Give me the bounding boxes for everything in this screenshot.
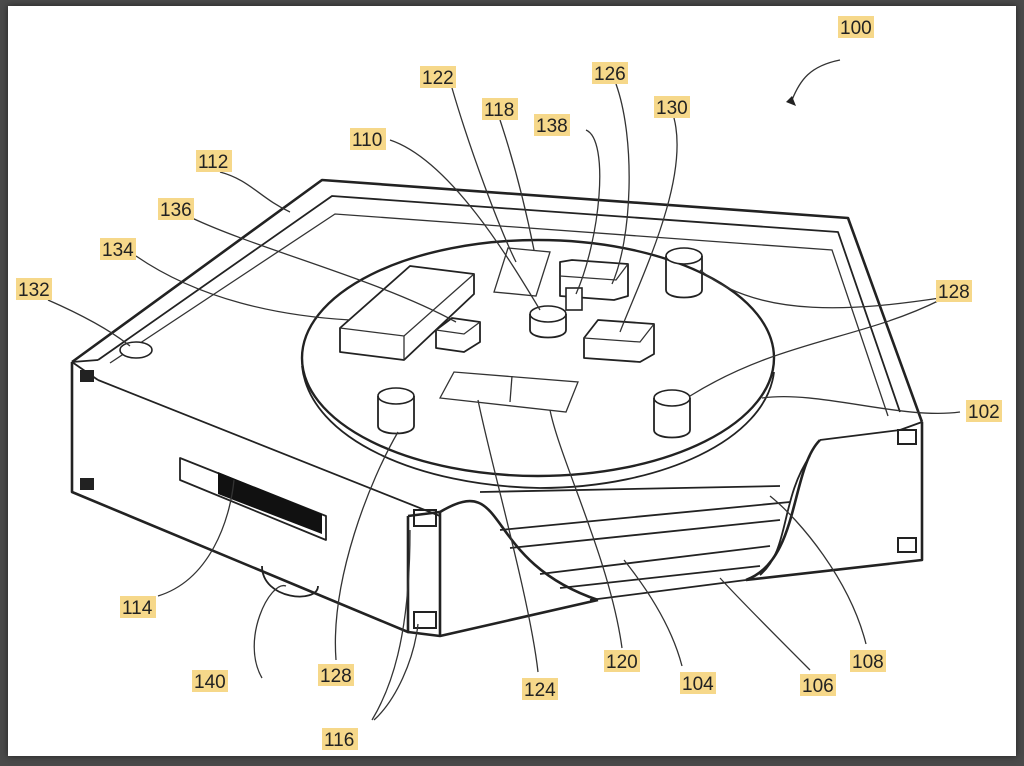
label-106: 106 <box>800 674 836 697</box>
svg-text:128: 128 <box>938 282 970 303</box>
svg-text:128: 128 <box>320 666 352 687</box>
patent-drawing: 100 102 104 106 108 110 112 114 116 118 … <box>16 16 1002 751</box>
svg-text:138: 138 <box>536 116 568 137</box>
leader-lines <box>47 59 961 721</box>
label-128-bottom: 128 <box>318 664 354 687</box>
svg-text:108: 108 <box>852 652 884 673</box>
svg-text:140: 140 <box>194 672 226 693</box>
label-140: 140 <box>192 670 228 693</box>
label-138: 138 <box>534 114 570 137</box>
svg-text:132: 132 <box>18 280 50 301</box>
svg-text:112: 112 <box>198 152 228 173</box>
label-112: 112 <box>196 150 232 173</box>
svg-text:126: 126 <box>594 64 626 85</box>
tray-housing <box>70 178 924 638</box>
patent-drawing-frame: 100 102 104 106 108 110 112 114 116 118 … <box>8 6 1016 756</box>
svg-text:106: 106 <box>802 676 834 697</box>
label-132: 132 <box>16 278 52 301</box>
svg-text:114: 114 <box>122 598 153 619</box>
svg-text:110: 110 <box>352 130 382 151</box>
display-window <box>179 457 327 541</box>
label-128-right: 128 <box>936 280 972 303</box>
svg-text:102: 102 <box>968 402 1000 423</box>
reference-labels: 100 102 104 106 108 110 112 114 116 118 … <box>16 16 1002 751</box>
svg-text:104: 104 <box>682 674 714 695</box>
label-120: 120 <box>604 650 640 673</box>
label-134: 134 <box>100 238 136 261</box>
label-118: 118 <box>482 98 518 121</box>
label-100: 100 <box>838 16 874 39</box>
svg-text:116: 116 <box>324 730 354 751</box>
label-114: 114 <box>120 596 156 619</box>
label-126: 126 <box>592 62 628 85</box>
rotating-platform <box>300 238 776 489</box>
label-130: 130 <box>654 96 690 119</box>
label-104: 104 <box>680 672 716 695</box>
svg-text:136: 136 <box>160 200 192 221</box>
svg-text:130: 130 <box>656 98 688 119</box>
svg-text:120: 120 <box>606 652 638 673</box>
svg-text:118: 118 <box>484 100 514 121</box>
label-136: 136 <box>158 198 194 221</box>
svg-text:124: 124 <box>524 680 556 701</box>
label-116: 116 <box>322 728 358 751</box>
label-110: 110 <box>350 128 386 151</box>
svg-text:134: 134 <box>102 240 134 261</box>
label-102: 102 <box>966 400 1002 423</box>
support-foot <box>261 565 319 598</box>
platform-components <box>119 247 703 439</box>
label-122: 122 <box>420 66 456 89</box>
svg-text:100: 100 <box>840 18 872 39</box>
label-108: 108 <box>850 650 886 673</box>
label-124: 124 <box>522 678 558 701</box>
svg-text:122: 122 <box>422 68 454 89</box>
